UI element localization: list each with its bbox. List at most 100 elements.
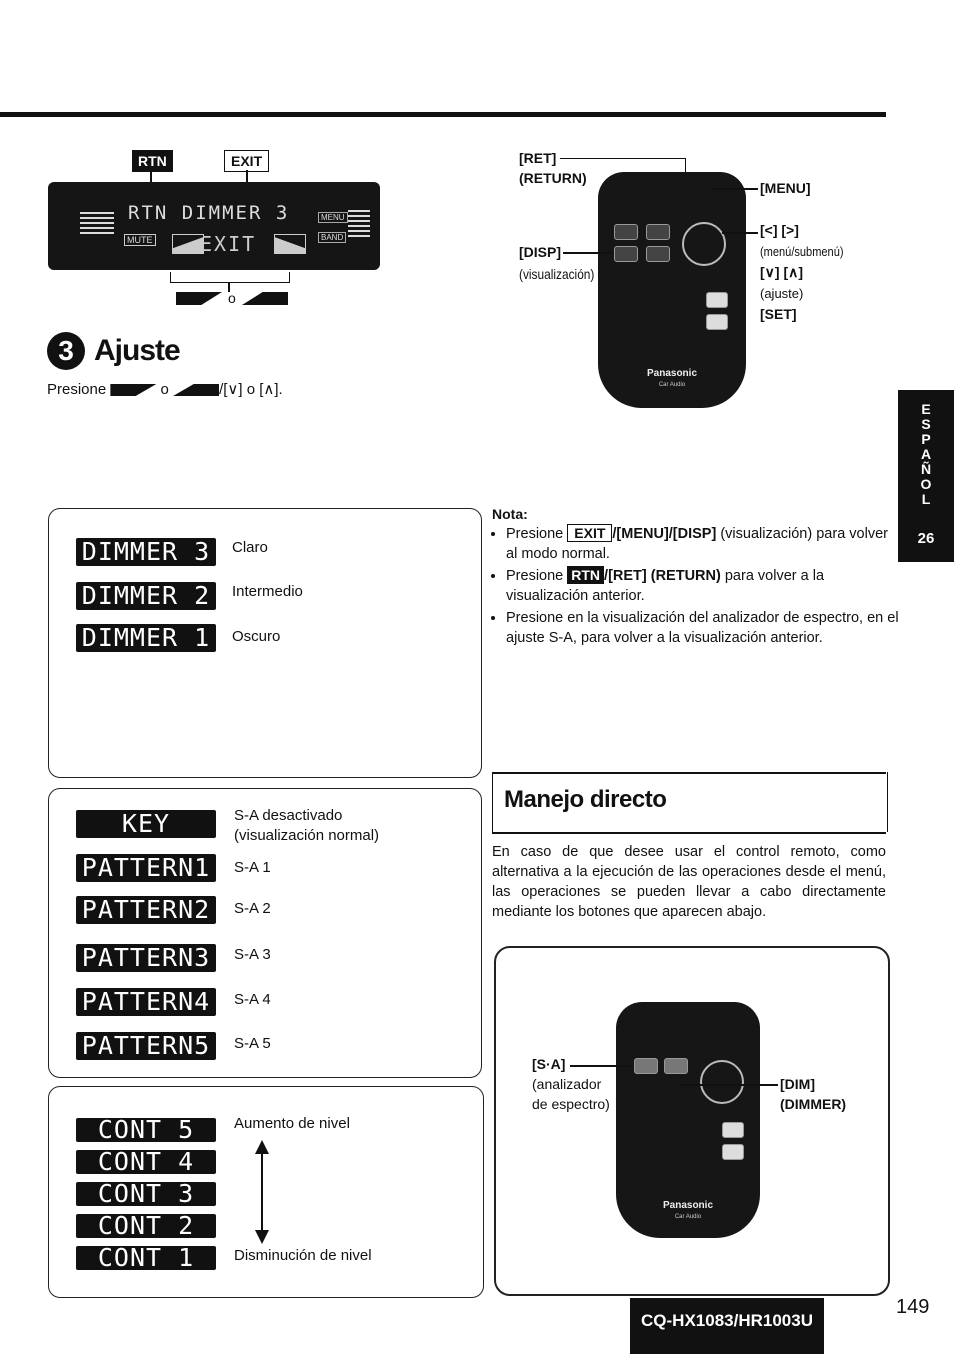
sa-desc-2: de espectro) [532, 1096, 610, 1112]
rtn-button [614, 224, 638, 240]
model-badge: CQ-HX1083/HR1003U [630, 1298, 824, 1354]
remote-brand: Panasonic [662, 1200, 714, 1211]
arrows-leader [722, 232, 758, 234]
sa-desc-1: (analizador [532, 1076, 602, 1092]
dpad-ring [700, 1060, 744, 1104]
remote-brand: Panasonic [646, 368, 698, 379]
bracket-line [170, 272, 290, 283]
vol-down-button [722, 1144, 744, 1160]
up-key-icon [242, 292, 288, 305]
nota-text: para volver a la visualización anterior. [506, 568, 825, 604]
sa-label: [S·A] [532, 1056, 566, 1072]
lcd-cont-2: CONT 2 [76, 1213, 216, 1238]
disp-leader [563, 252, 613, 254]
dimmer-2-desc: Intermedio [232, 583, 303, 600]
head-unit-body: RTN DIMMER 3 MUTE EXIT MENU BAND [48, 182, 380, 270]
tab-letter: S [921, 416, 931, 432]
remote-direct-box [494, 946, 890, 1296]
pattern-2-desc: S-A 2 [234, 900, 271, 917]
dim-label: [DIM] [780, 1076, 815, 1092]
nota-item: Presione EXIT/[MENU]/[DISP] (visualizaci… [506, 524, 900, 564]
remote-brand-sub: Car Audio [658, 382, 686, 388]
menu-label: [MENU] [760, 180, 811, 196]
manejo-body: En caso de que desee usar el control rem… [492, 844, 886, 920]
tab-letter: O [920, 476, 932, 492]
head-unit-figure: RTN EXIT RTN DIMMER 3 MUTE EXIT MENU BAN… [46, 146, 386, 311]
pattern-4-desc: S-A 4 [234, 991, 271, 1008]
dimmer-1-desc: Oscuro [232, 628, 281, 645]
double-arrow-icon [254, 1140, 270, 1244]
down-key-icon [110, 384, 157, 397]
lcd-pattern-4: PATTERN4 [76, 988, 216, 1016]
tab-letter: P [921, 431, 931, 447]
step-number-badge: 3 [47, 332, 85, 370]
dim-button [646, 246, 670, 262]
section-instruction: Presione o /[∨] o [∧]. [47, 380, 283, 400]
remote-control-bottom: Panasonic Car Audio [616, 1002, 760, 1238]
side-tab-page-number: 26 [917, 530, 935, 547]
down-button-icon [172, 234, 204, 254]
language-side-tab: E S P A Ñ O L 26 [898, 390, 954, 562]
rtn-tag: RTN [132, 150, 173, 172]
nota-title: Nota: [492, 506, 528, 522]
disp-desc: (visualización) [519, 266, 595, 282]
mute-button: MUTE [124, 234, 156, 246]
ret-label: [RET] [519, 150, 557, 166]
pattern-1-desc: S-A 1 [234, 859, 271, 876]
dim-leader [680, 1084, 778, 1086]
lr-desc: (menú/submenú) [760, 244, 844, 259]
instruction-prefix: Presione [47, 381, 107, 398]
contrast-down-desc: Disminución de nivel [234, 1247, 372, 1264]
dpad-ring [682, 222, 726, 266]
nota-bold: /[RET] (RETURN) [604, 568, 721, 584]
remote-brand-sub: Car Audio [674, 1214, 702, 1220]
manejo-rule-bottom [492, 832, 886, 834]
lcd-pattern-3: PATTERN3 [76, 944, 216, 972]
manejo-title: Manejo directo [504, 786, 667, 813]
ud-desc: (ajuste) [760, 286, 804, 301]
sa-leader [570, 1065, 634, 1067]
lcd-dimmer-1: DIMMER 1 [76, 624, 216, 652]
eq-icon-left [80, 212, 114, 234]
pattern-desc-line: (visualización normal) [234, 827, 380, 844]
instruction-mid: o [160, 381, 169, 398]
instruction-suffix: /[∨] o [∧]. [219, 381, 283, 398]
up-key-icon [173, 384, 220, 397]
nota-item: Presione RTN/[RET] (RETURN) para volver … [506, 566, 900, 606]
manejo-rule-top [492, 772, 886, 774]
top-rule [0, 112, 886, 117]
side-tab-letters: E S P A Ñ O L [898, 402, 954, 507]
lcd-pattern-1: PATTERN1 [76, 854, 216, 882]
pattern-3-desc: S-A 3 [234, 946, 271, 963]
tab-letter: A [920, 446, 932, 462]
nota-text: Presione [506, 526, 564, 542]
vol-up-button [722, 1122, 744, 1138]
nota-text: Presione en la visualización del analiza… [506, 610, 899, 646]
lcd-key: KEY [76, 810, 216, 838]
rtn-tag: RTN [567, 566, 605, 584]
lcd-cont-5: CONT 5 [76, 1117, 216, 1142]
dim-button [664, 1058, 688, 1074]
dimmer-label: (DIMMER) [780, 1096, 847, 1112]
remote-control-top: Panasonic Car Audio [598, 172, 746, 408]
vol-down-button [706, 314, 728, 330]
contrast-up-desc: Aumento de nivel [234, 1115, 350, 1132]
bracket-stem [228, 282, 230, 292]
eq-icon-right [348, 210, 370, 240]
sa-button [646, 224, 670, 240]
ud-label: [∨] [∧] [760, 264, 804, 280]
nota-bold: /[MENU]/[DISP] [612, 526, 717, 542]
contrast-options-box [48, 1086, 484, 1298]
set-label: [SET] [760, 306, 797, 322]
disp-button [614, 246, 638, 262]
exit-tag: EXIT [224, 150, 270, 172]
lcd-dimmer-2: DIMMER 2 [76, 582, 216, 610]
nota-list: Presione EXIT/[MENU]/[DISP] (visualizaci… [492, 524, 900, 650]
sa-button [634, 1058, 658, 1074]
tab-letter: L [921, 491, 931, 507]
exit-tag: EXIT [567, 524, 613, 542]
disp-label: [DISP] [519, 244, 561, 260]
unit-display-text: RTN DIMMER 3 [128, 202, 290, 224]
return-label: (RETURN) [519, 170, 587, 186]
dimmer-options-box [48, 508, 482, 778]
